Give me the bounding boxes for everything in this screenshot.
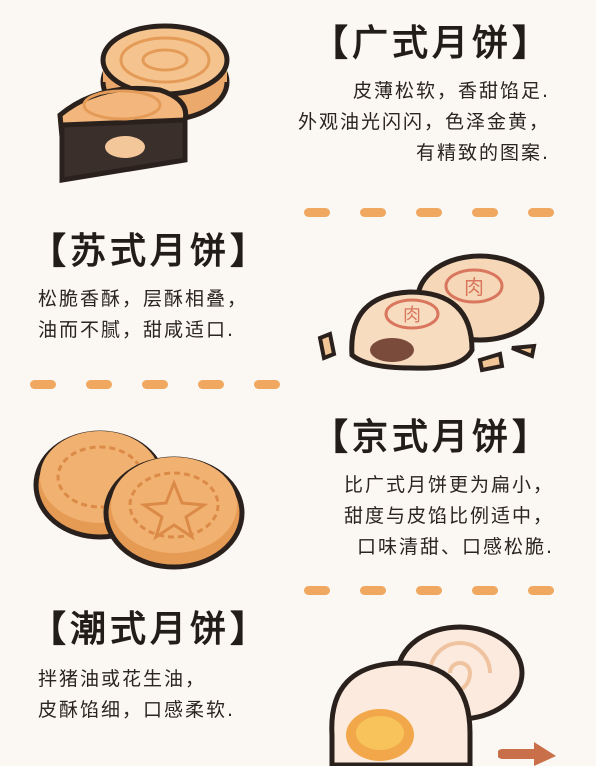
beijing-mooncake-illustration <box>33 430 245 570</box>
description-line: 皮薄松软，香甜馅足. <box>352 80 550 102</box>
cantonese-mooncake-illustration <box>57 23 230 183</box>
section-title: 【京式月饼】 <box>312 417 553 458</box>
dashed-divider <box>30 380 290 389</box>
section-description: 比广式月饼更为扁小， 甜度与皮馅比例适中， 口味清甜、口感松脆. <box>234 470 554 563</box>
section-description: 拌猪油或花生油， 皮酥馅细，口感柔软. <box>38 664 235 726</box>
section-description: 皮薄松软，香甜馅足. 外观油光闪闪，色泽金黄， 有精致的图案. <box>230 76 550 169</box>
description-line: 拌猪油或花生油， <box>38 668 207 690</box>
description-line: 外观油光闪闪，色泽金黄， <box>297 111 550 133</box>
suzhou-mooncake-illustration: 肉 肉 <box>317 253 545 373</box>
section-description: 松脆香酥，层酥相叠， 油而不腻，甜咸适口. <box>38 284 248 346</box>
description-line: 皮酥馅细，口感柔软. <box>38 699 236 721</box>
description-line: 有精致的图案. <box>415 142 550 164</box>
description-line: 比广式月饼更为扁小， <box>343 474 554 496</box>
section-title: 【潮式月饼】 <box>30 609 271 650</box>
teochew-mooncake-illustration <box>329 624 525 766</box>
stamp-label: 肉 <box>464 275 484 299</box>
section-title: 【苏式月饼】 <box>30 231 271 272</box>
section-title: 【广式月饼】 <box>312 23 553 64</box>
dashed-divider <box>304 586 564 595</box>
dashed-divider <box>304 208 564 217</box>
description-line: 甜度与皮馅比例适中， <box>343 505 554 527</box>
svg-text:肉: 肉 <box>403 305 421 326</box>
description-line: 油而不腻，甜咸适口. <box>38 319 236 341</box>
description-line: 松脆香酥，层酥相叠， <box>38 288 249 310</box>
next-arrow-icon <box>498 742 556 766</box>
description-line: 口味清甜、口感松脆. <box>356 536 554 558</box>
